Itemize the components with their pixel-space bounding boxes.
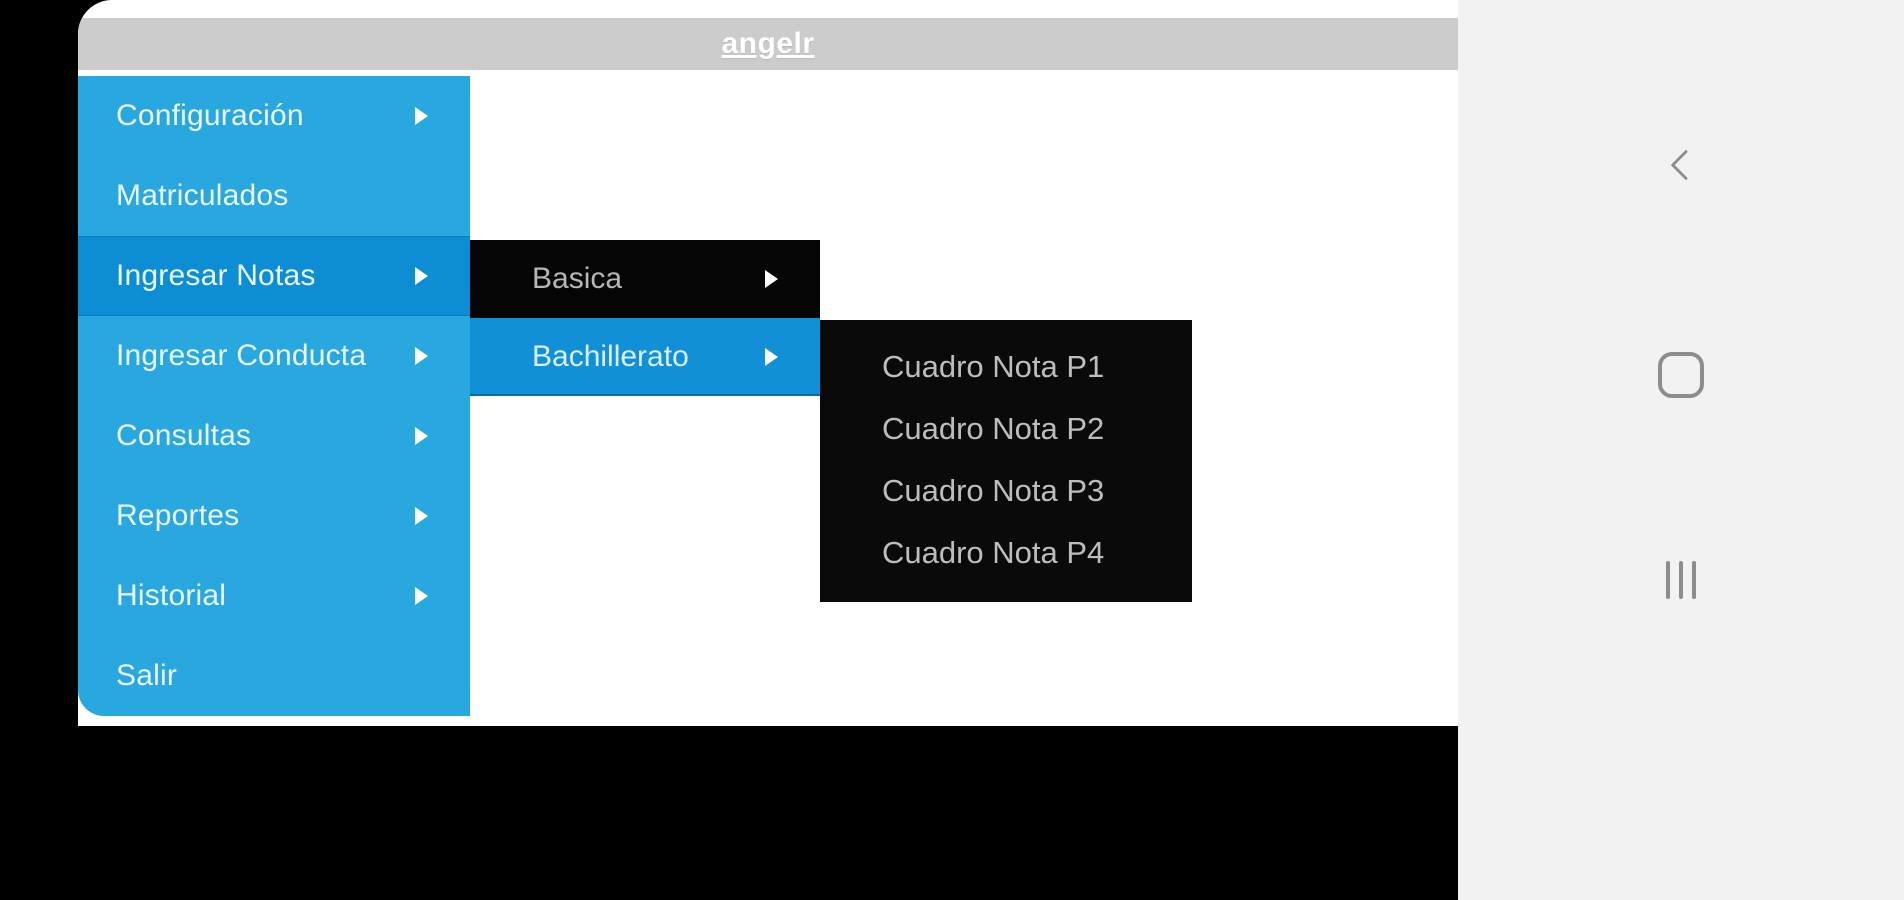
page-title-bar: angelr (78, 18, 1458, 70)
chevron-right-icon (765, 348, 778, 366)
menu-item-label: Configuración (116, 99, 304, 132)
menu-item-ingresar-conducta[interactable]: Ingresar Conducta (78, 316, 470, 396)
chevron-right-icon (415, 347, 428, 365)
chevron-right-icon (415, 427, 428, 445)
chevron-right-icon (765, 270, 778, 288)
submenu-item-cuadro-nota-p3[interactable]: Cuadro Nota P3 (820, 460, 1192, 522)
home-icon (1658, 352, 1704, 398)
menu-item-label: Salir (116, 659, 178, 692)
menu-item-label: Historial (116, 579, 227, 612)
main-menu: Configuración Matriculados Ingresar Nota… (78, 76, 470, 716)
menu-item-label: Reportes (116, 499, 240, 532)
recents-icon (1666, 561, 1696, 599)
submenu-item-cuadro-nota-p1[interactable]: Cuadro Nota P1 (820, 336, 1192, 398)
page-bottom-area (0, 726, 1458, 900)
menu-item-consultas[interactable]: Consultas (78, 396, 470, 476)
menu-item-reportes[interactable]: Reportes (78, 476, 470, 556)
chevron-right-icon (415, 267, 428, 285)
submenu-bachillerato: Cuadro Nota P1 Cuadro Nota P2 Cuadro Not… (820, 320, 1192, 602)
system-navigation-bar (1458, 0, 1904, 900)
menu-item-matriculados[interactable]: Matriculados (78, 156, 470, 236)
submenu-item-label: Basica (532, 262, 623, 295)
nav-home-button[interactable] (1458, 330, 1904, 420)
menu-item-ingresar-notas[interactable]: Ingresar Notas (78, 236, 470, 316)
menu-item-label: Matriculados (116, 179, 289, 212)
menu-item-label: Ingresar Conducta (116, 339, 367, 372)
submenu-item-label: Cuadro Nota P1 (882, 349, 1105, 384)
submenu-item-basica[interactable]: Basica (470, 240, 820, 318)
chevron-right-icon (415, 507, 428, 525)
chevron-right-icon (415, 587, 428, 605)
submenu-item-label: Bachillerato (532, 340, 689, 373)
submenu-ingresar-notas: Basica Bachillerato (470, 240, 820, 396)
chevron-right-icon (415, 107, 428, 125)
menu-item-historial[interactable]: Historial (78, 556, 470, 636)
submenu-item-label: Cuadro Nota P3 (882, 473, 1105, 508)
nav-recents-button[interactable] (1458, 535, 1904, 625)
submenu-item-cuadro-nota-p2[interactable]: Cuadro Nota P2 (820, 398, 1192, 460)
menu-item-configuracion[interactable]: Configuración (78, 76, 470, 156)
menu-item-label: Consultas (116, 419, 252, 452)
submenu-item-bachillerato[interactable]: Bachillerato (470, 318, 820, 396)
menu-item-label: Ingresar Notas (116, 259, 316, 292)
submenu-item-label: Cuadro Nota P4 (882, 535, 1105, 570)
back-icon (1671, 150, 1688, 180)
browser-page: angelr Configuración Matriculados Ingres… (78, 0, 1458, 726)
submenu-item-cuadro-nota-p4[interactable]: Cuadro Nota P4 (820, 522, 1192, 584)
submenu-item-label: Cuadro Nota P2 (882, 411, 1105, 446)
nav-back-button[interactable] (1458, 120, 1904, 210)
page-title: angelr (721, 27, 815, 60)
menu-item-salir[interactable]: Salir (78, 636, 470, 716)
